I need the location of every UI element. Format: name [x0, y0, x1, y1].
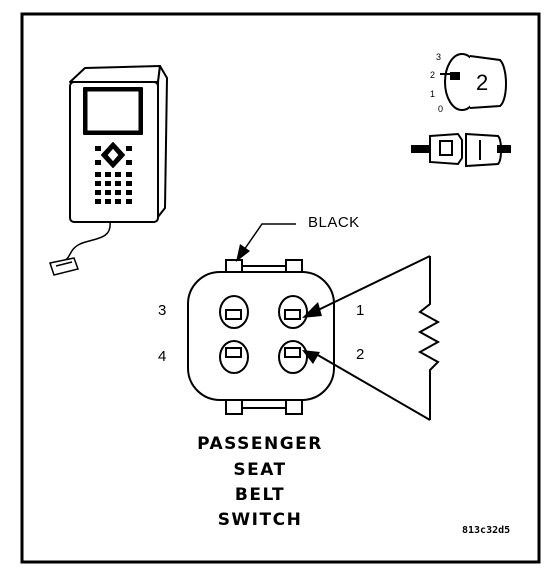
pin-2-label: 2: [356, 346, 365, 363]
diagram-border: [20, 12, 541, 564]
ignition-switch-icon: [440, 53, 507, 111]
pin-4-cavity: [219, 340, 249, 374]
ignition-position-1: 1: [430, 89, 436, 99]
connector-plug-icon: [411, 132, 511, 168]
caption-line-passenger: PASSENGER: [197, 434, 323, 454]
scan-tool-cable: [61, 221, 111, 263]
caption-line-belt: BELT: [234, 485, 286, 505]
key-number-label: 2: [476, 70, 489, 95]
pin-3-cavity: [219, 295, 249, 329]
ignition-position-2: 2: [430, 70, 436, 80]
cable-plug-icon: [49, 257, 79, 276]
black-leader-arrow: [236, 223, 296, 262]
pin-1-cavity: [278, 295, 308, 329]
pin-1-label: 1: [356, 302, 365, 319]
pin-4-label: 4: [158, 348, 167, 365]
lead-arrow-pin-2: [302, 350, 320, 364]
lead-arrow-pin-1: [302, 302, 322, 318]
test-lead-circuit: [313, 255, 441, 421]
wire-color-label: BLACK: [308, 214, 360, 231]
ignition-position-3: 3: [436, 52, 442, 62]
caption-line-switch: SWITCH: [217, 510, 303, 530]
pin-3-label: 3: [158, 302, 167, 319]
ignition-position-0: 0: [438, 104, 444, 114]
connector-housing: [187, 259, 335, 415]
scan-tool-icon: [69, 65, 168, 223]
caption-line-seat: SEAT: [233, 460, 287, 480]
pin-2-cavity: [278, 340, 308, 374]
figure-code: 813c32d5: [462, 525, 511, 536]
